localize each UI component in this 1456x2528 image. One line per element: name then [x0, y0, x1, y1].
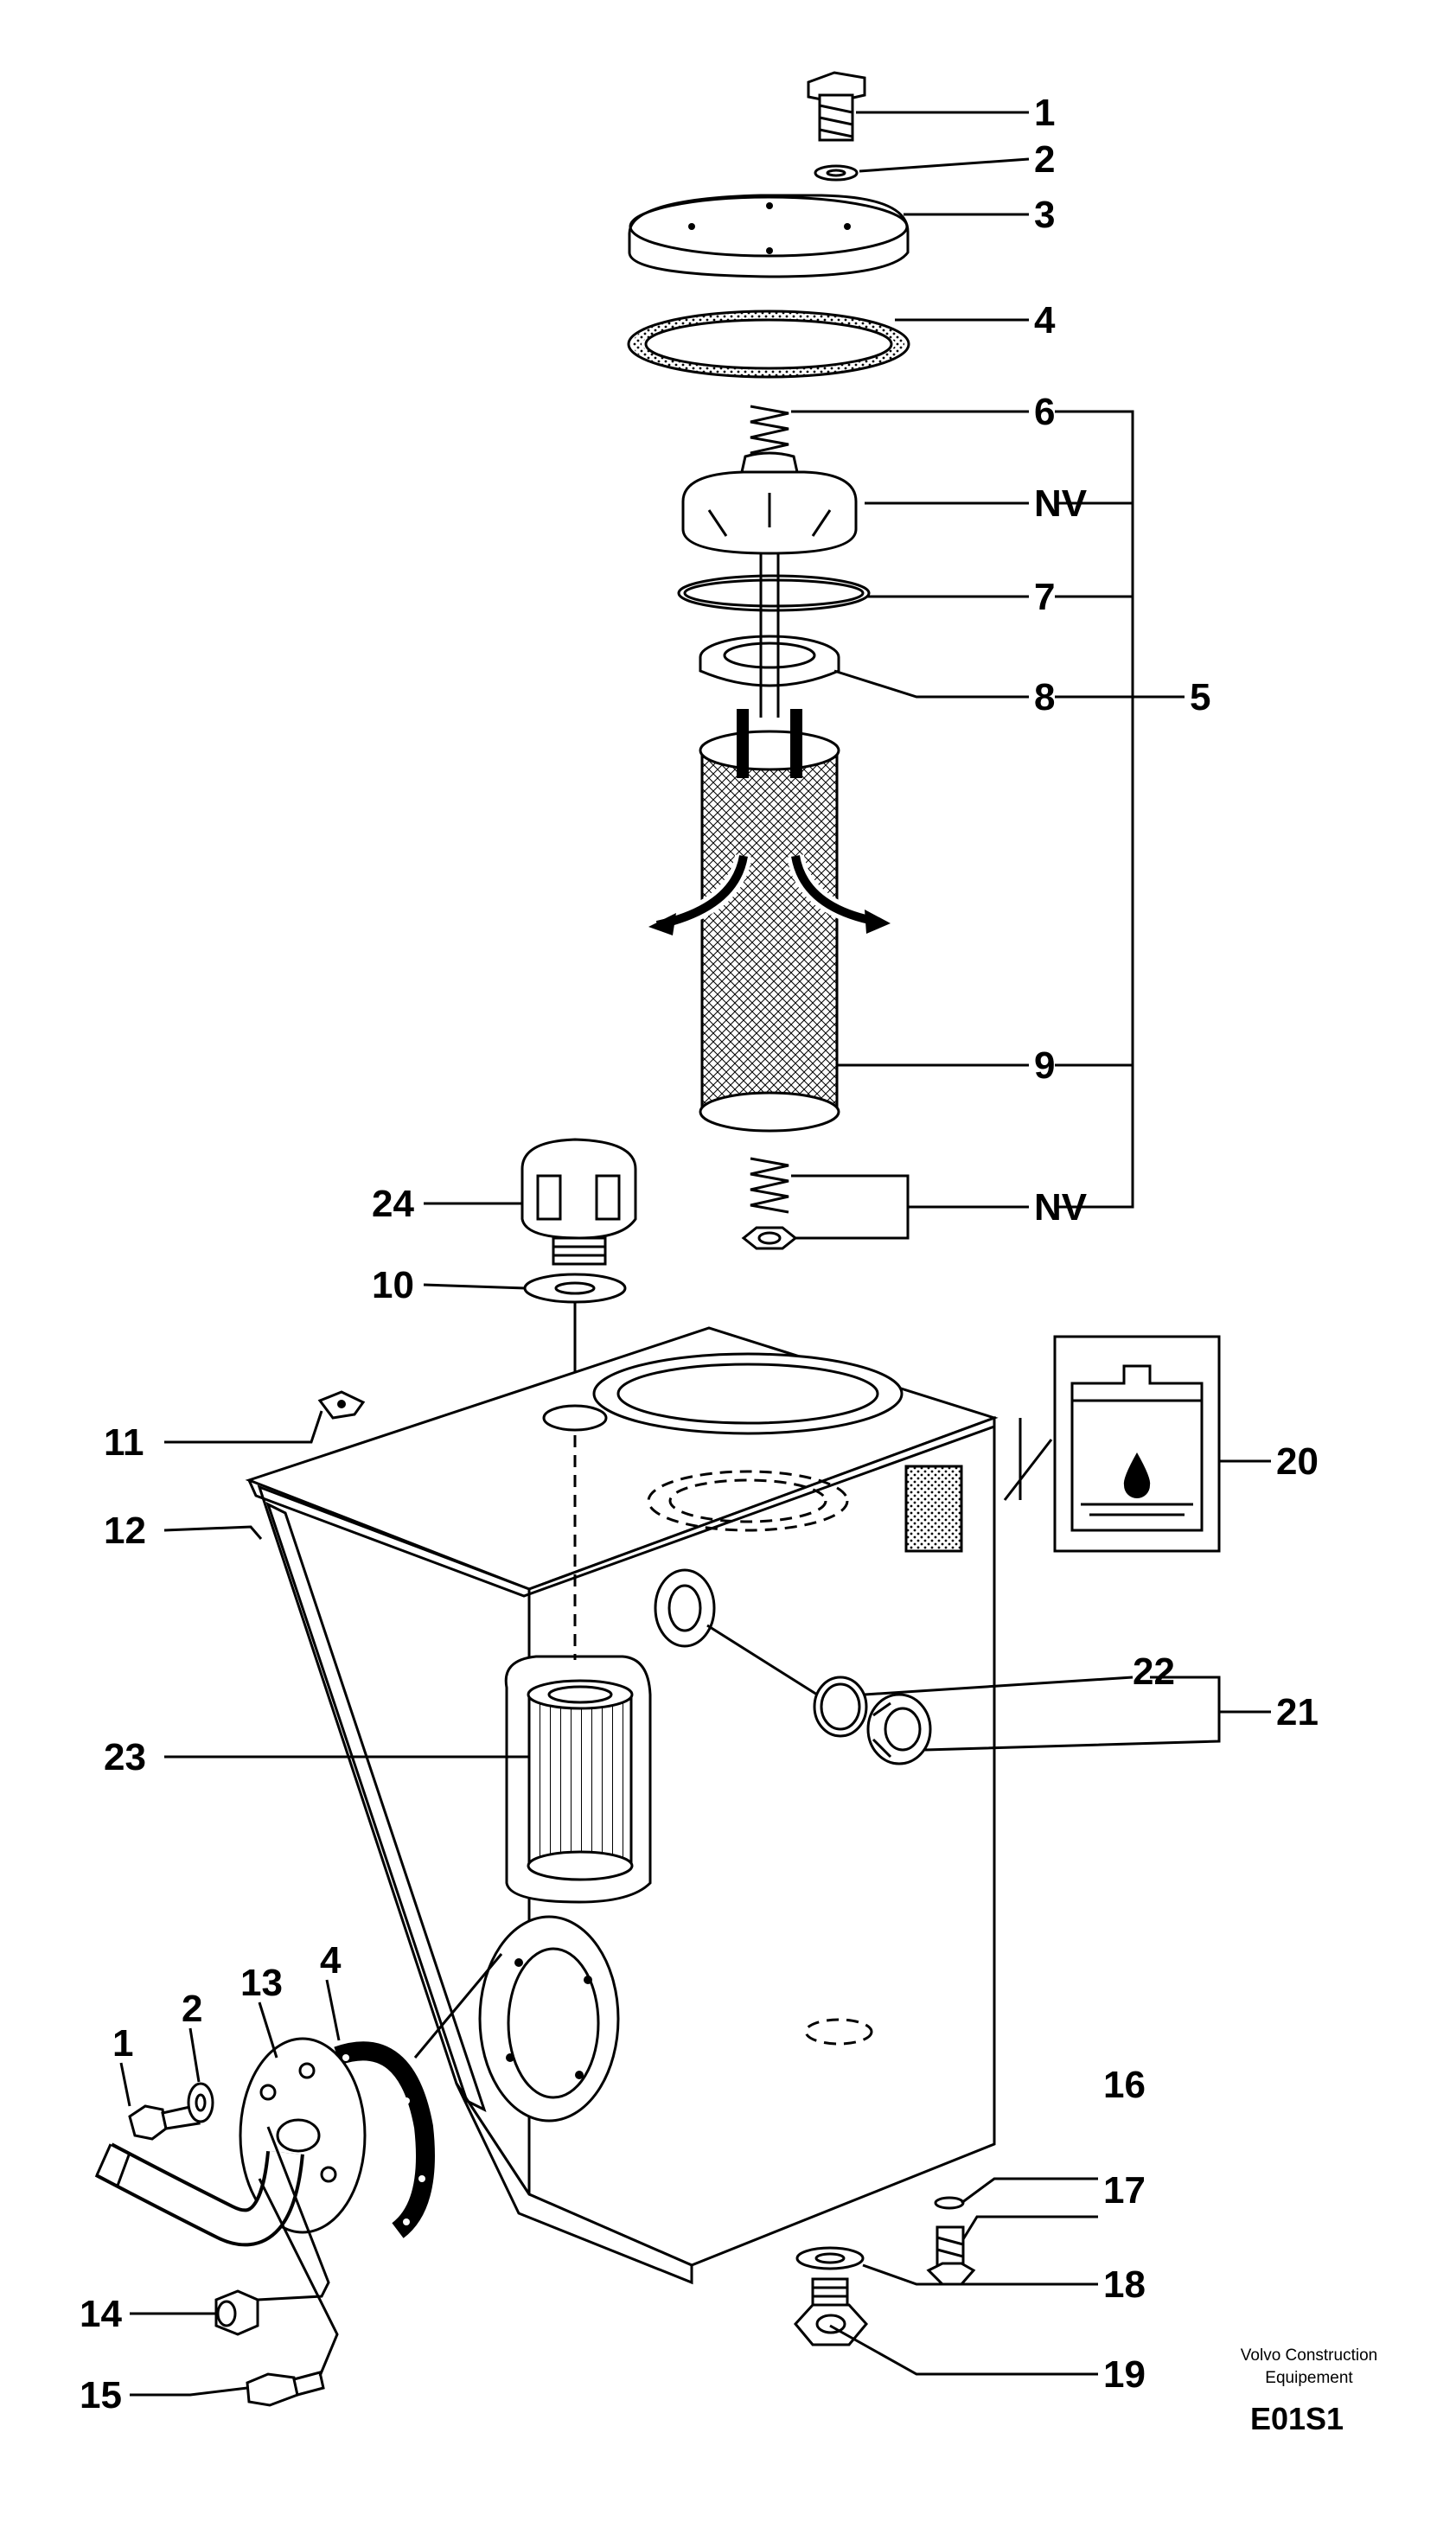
bolt-bottom-left [128, 2104, 201, 2141]
callout-20: 20 [1276, 1440, 1319, 1483]
flange-guide-line [413, 1953, 503, 2059]
valve-housing [681, 451, 858, 555]
o-ring-22 [813, 1676, 868, 1738]
callout-nv-lower: NV [1034, 1186, 1088, 1229]
nut-bottom [741, 1226, 798, 1250]
flange-gasket-4 [334, 2041, 435, 2238]
retainer-plate-8 [699, 635, 840, 687]
callout-24: 24 [372, 1183, 414, 1225]
hose-elbow [94, 2142, 304, 2247]
plug-21 [866, 1693, 932, 1765]
callout-3: 3 [1034, 194, 1055, 236]
washer-top [814, 164, 859, 182]
callout-12: 12 [104, 1510, 146, 1552]
callout-15: 15 [80, 2374, 122, 2416]
callout-5: 5 [1190, 676, 1210, 718]
bolt-17 [926, 2225, 976, 2286]
callout-10: 10 [372, 1264, 414, 1306]
washer-10 [523, 1273, 627, 1304]
callout-1-bottom: 1 [112, 2022, 133, 2065]
drawing-code: E01S1 [1250, 2401, 1344, 2436]
callout-8: 8 [1034, 676, 1055, 718]
publisher-credit: Volvo Construction Equipement E01S1 [1241, 2346, 1377, 2436]
callout-13: 13 [240, 1962, 283, 2004]
credit-line-2: Equipement [1265, 2369, 1353, 2387]
filter-element-9 [648, 553, 891, 1133]
callout-21: 21 [1276, 1691, 1319, 1733]
clip-11 [317, 1390, 366, 1420]
o-ring-7 [677, 574, 871, 612]
spring-bottom [750, 1157, 789, 1214]
callout-nv-upper: NV [1034, 482, 1088, 525]
washer-16 [934, 2196, 965, 2210]
sensor-guide-line [258, 2178, 339, 2377]
callout-19: 19 [1103, 2353, 1146, 2396]
callout-18: 18 [1103, 2263, 1146, 2306]
callout-4-top: 4 [1034, 299, 1056, 342]
plug-guide-line [257, 2126, 330, 2301]
callout-1-top: 1 [1034, 92, 1055, 134]
callout-9: 9 [1034, 1044, 1055, 1087]
port-guide-line [706, 1624, 818, 1696]
callout-14: 14 [80, 2293, 122, 2335]
plug-14 [214, 2289, 259, 2336]
leader-lines [119, 111, 1271, 2397]
callout-labels: 1 2 3 4 6 NV 7 8 5 9 NV 24 10 11 12 20 2… [80, 92, 1319, 2416]
callout-7: 7 [1034, 576, 1055, 618]
suction-strainer-23 [527, 1679, 634, 1881]
callout-11: 11 [104, 1421, 144, 1464]
callout-23: 23 [104, 1736, 146, 1778]
spring-top [750, 405, 789, 462]
drain-plug-19 [794, 2277, 868, 2346]
callout-16: 16 [1103, 2064, 1146, 2106]
bolt-top [807, 71, 866, 142]
callout-6: 6 [1034, 391, 1055, 433]
callout-2-bottom: 2 [182, 1988, 202, 2030]
hydraulic-tank-12 [245, 1326, 999, 2285]
level-gauge-inset-20 [1003, 1335, 1221, 1553]
sensor-15 [246, 2371, 325, 2407]
breather-cap-24 [520, 1138, 637, 1266]
washer-bottom-left [187, 2082, 214, 2123]
callout-17: 17 [1103, 2169, 1146, 2212]
credit-line-1: Volvo Construction [1241, 2346, 1377, 2365]
washer-18 [795, 2246, 865, 2270]
callout-2-top: 2 [1034, 138, 1055, 181]
filter-cover [628, 194, 910, 278]
callout-4-bottom: 4 [320, 1939, 342, 1982]
callout-22: 22 [1133, 1650, 1175, 1693]
cover-gasket [627, 310, 910, 379]
